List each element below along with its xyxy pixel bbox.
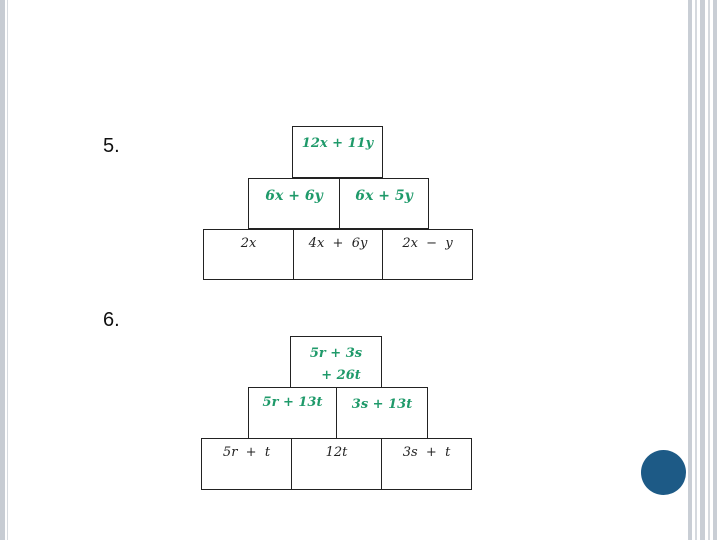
cell-expression: 12t [325,445,348,460]
pyramid-top-cell: 5r + 3s + 26t [290,336,382,388]
cell-expression: 3s + t [402,445,451,460]
right-border-stripe [695,0,697,540]
pyramid-top-cell: 12x + 11y [292,126,383,178]
pyramid-middle-cell: 6x + 6y [248,178,340,229]
pyramid-middle-cell: 3s + 13t [336,387,428,439]
right-border-stripe [700,0,705,540]
cell-expression: 4x + 6y [308,236,368,251]
cell-expression: 6x + 6y [265,188,323,204]
pyramid-bottom-cell: 3s + t [381,438,472,490]
problem-number: 5. [103,135,120,157]
cell-expression: 2x [240,236,257,251]
left-border-rule-inner [7,0,8,540]
pyramid-bottom-cell: 4x + 6y [293,229,383,280]
pyramid-bottom-cell: 5r + t [201,438,292,490]
cell-expression-line: + 26t [321,368,361,383]
pyramid-bottom-cell: 2x − y [382,229,473,280]
cell-expression: 12x + 11y [301,136,374,151]
left-border-rule [0,0,5,540]
right-border-stripe [708,0,710,540]
right-border-stripe [713,0,717,540]
cell-expression: 3s + 13t [351,397,413,412]
right-border-stripe [688,0,692,540]
pyramid-bottom-cell: 2x [203,229,294,280]
decorative-circle [641,450,686,495]
pyramid-bottom-cell: 12t [291,438,382,490]
cell-expression-line: 5r + 3s [309,346,363,361]
cell-expression: 2x − y [402,236,453,251]
pyramid-middle-cell: 6x + 5y [339,178,429,229]
cell-expression: 5r + 13t [262,395,323,410]
problem-number: 6. [103,309,120,331]
cell-expression: 6x + 5y [355,188,413,204]
pyramid-middle-cell: 5r + 13t [248,387,337,439]
cell-expression: 5r + t [222,445,271,460]
